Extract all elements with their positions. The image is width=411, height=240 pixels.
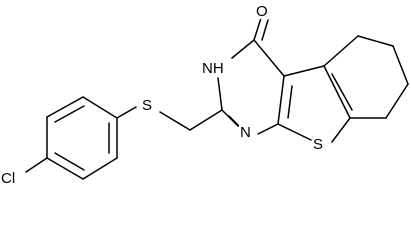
thioether-sulfur-label-bg: [141, 97, 155, 114]
bond-group: [25, 17, 409, 180]
chlorine-label-bg: [0, 170, 20, 187]
bond-c7-c8: [385, 83, 409, 119]
bond-c4b-c5: [323, 35, 359, 67]
thiophene-sulfur-label-bg: [312, 136, 326, 153]
bond-ar5-ar6: [82, 157, 118, 180]
thiophene-sulfur-label: S: [313, 136, 323, 153]
bond-c4a-c4: [253, 39, 285, 77]
bond-c4b-c7a: [323, 65, 351, 119]
bond-ch2-s: [159, 111, 191, 131]
bond-c8a-c4a: [277, 75, 285, 125]
nh-label-bg: [200, 60, 228, 77]
bond-ar4-ar5-inner: [54, 152, 85, 171]
bond-n1-c8a: [257, 123, 279, 135]
molecule-structure-diagram: O NH N S S Cl: [0, 3, 409, 187]
bond-ar2-ar3-inner: [54, 105, 85, 123]
bond-s-aryl: [116, 106, 137, 119]
oxygen-label: O: [256, 3, 268, 20]
oxygen-label-bg: [255, 3, 269, 19]
bond-c4a-c4b-double: [287, 85, 293, 119]
bond-c5-c6: [357, 35, 394, 47]
bond-n3-c2: [217, 77, 223, 111]
nh-label: NH: [202, 60, 224, 77]
thioether-sulfur-label: S: [142, 97, 152, 114]
bond-c4-o-double: [261, 19, 269, 41]
bond-s-c7a: [331, 117, 351, 143]
ring-nitrogen-label: N: [240, 124, 251, 141]
bond-c6-c7: [392, 45, 409, 85]
bond-ar4-ar5: [46, 157, 84, 180]
bond-c4b-c7a-double: [331, 73, 353, 111]
bond-c8a-s: [277, 123, 312, 141]
bond-c2-ch2: [189, 109, 223, 131]
bond-ar2-ar3: [46, 96, 84, 118]
bond-c4a-c4b: [283, 65, 325, 77]
bond-ar4-cl: [25, 157, 48, 173]
bond-c4-n3: [231, 39, 255, 59]
chlorine-label: Cl: [1, 170, 15, 187]
bond-c4-o: [253, 17, 262, 41]
atom-labels: O NH N S S Cl: [0, 3, 326, 187]
ring-nitrogen-label-bg: [239, 124, 254, 141]
bond-ar1-ar2: [82, 96, 118, 119]
